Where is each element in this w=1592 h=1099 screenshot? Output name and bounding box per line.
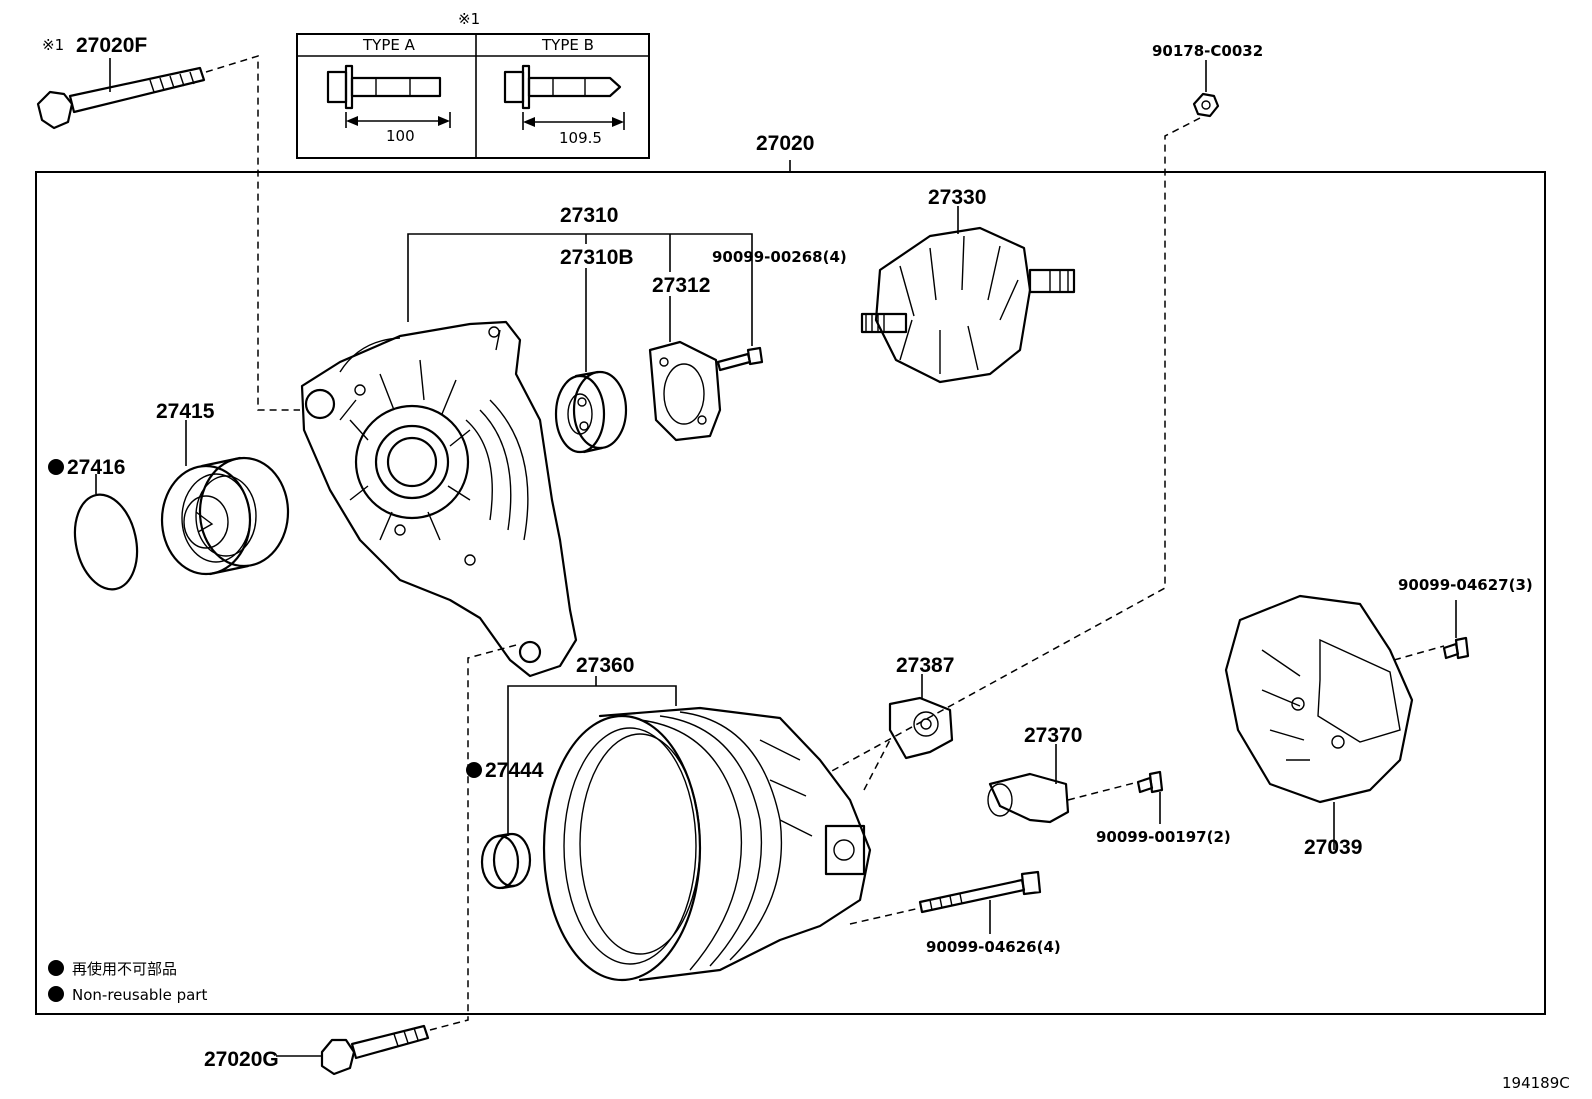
pulley-27415-drawing: [160, 456, 290, 576]
part-90099-04627-label: 90099-04627(3): [1398, 576, 1533, 594]
cover-27370-drawing: [987, 772, 1070, 824]
cap-27416-drawing: [73, 493, 139, 591]
brush-holder-27387-drawing: [888, 696, 954, 760]
part-27020-label: 27020: [756, 132, 814, 155]
part-90099-00268-label: 90099-00268(4): [712, 248, 847, 266]
part-27370-label: 27370: [1024, 724, 1082, 747]
seal-27444-drawing: [480, 832, 532, 890]
bearing-27310b-drawing: [554, 370, 628, 454]
legend-dot: [48, 960, 64, 976]
bolt-27020f-drawing: [36, 66, 206, 130]
assembly-frame: [35, 171, 1546, 1015]
screw-90099-00268-drawing: [716, 346, 764, 372]
non-reusable-dot: [466, 762, 482, 778]
part-90099-00197-label: 90099-00197(2): [1096, 828, 1231, 846]
type-table: [296, 33, 650, 159]
legend-japanese: 再使用不可部品: [72, 960, 177, 978]
part-27020f-label: 27020F: [76, 34, 147, 57]
part-27416-label: 27416: [67, 456, 125, 479]
part-27444-label: 27444: [485, 759, 544, 782]
rear-cover-27039-drawing: [1224, 594, 1414, 804]
bolt-27020g-drawing: [320, 1024, 430, 1076]
bolt-type-a-drawing: [326, 64, 451, 128]
part-27039-label: 27039: [1304, 836, 1362, 859]
legend-english: Non-reusable part: [72, 986, 207, 1004]
part-27415-label: 27415: [156, 400, 215, 423]
part-27387-label: 27387: [896, 654, 954, 677]
bolt-type-b-drawing: [503, 64, 625, 130]
screw-90099-00197-drawing: [1136, 770, 1164, 794]
legend-dot: [48, 986, 64, 1002]
drive-end-frame-drawing: [300, 320, 578, 678]
non-reusable-dot: [48, 459, 64, 475]
part-27020f-mark: ※1: [42, 36, 64, 54]
diagram-code: 194189C: [1502, 1074, 1570, 1092]
part-90178-label: 90178-C0032: [1152, 42, 1263, 60]
part-27310-label: 27310: [560, 204, 618, 227]
rear-frame-27360-drawing: [542, 706, 872, 982]
part-27360-label: 27360: [576, 654, 634, 677]
type-b-label: TYPE B: [541, 36, 594, 54]
rotor-27330-drawing: [860, 226, 1076, 384]
nut-90178-drawing: [1192, 92, 1220, 118]
bolt-90099-04626-drawing: [918, 870, 1042, 914]
part-27330-label: 27330: [928, 186, 986, 209]
type-table-mark: ※1: [458, 10, 480, 28]
screw-90099-04627-drawing: [1442, 636, 1470, 660]
type-b-length: 109.5: [559, 129, 602, 147]
retainer-27312-drawing: [648, 340, 722, 442]
part-27312-label: 27312: [652, 274, 710, 297]
part-27310b-label: 27310B: [560, 246, 634, 269]
type-a-length: 100: [386, 127, 415, 145]
part-90099-04626-label: 90099-04626(4): [926, 938, 1061, 956]
type-a-label: TYPE A: [362, 36, 416, 54]
part-27020g-label: 27020G: [204, 1048, 279, 1071]
